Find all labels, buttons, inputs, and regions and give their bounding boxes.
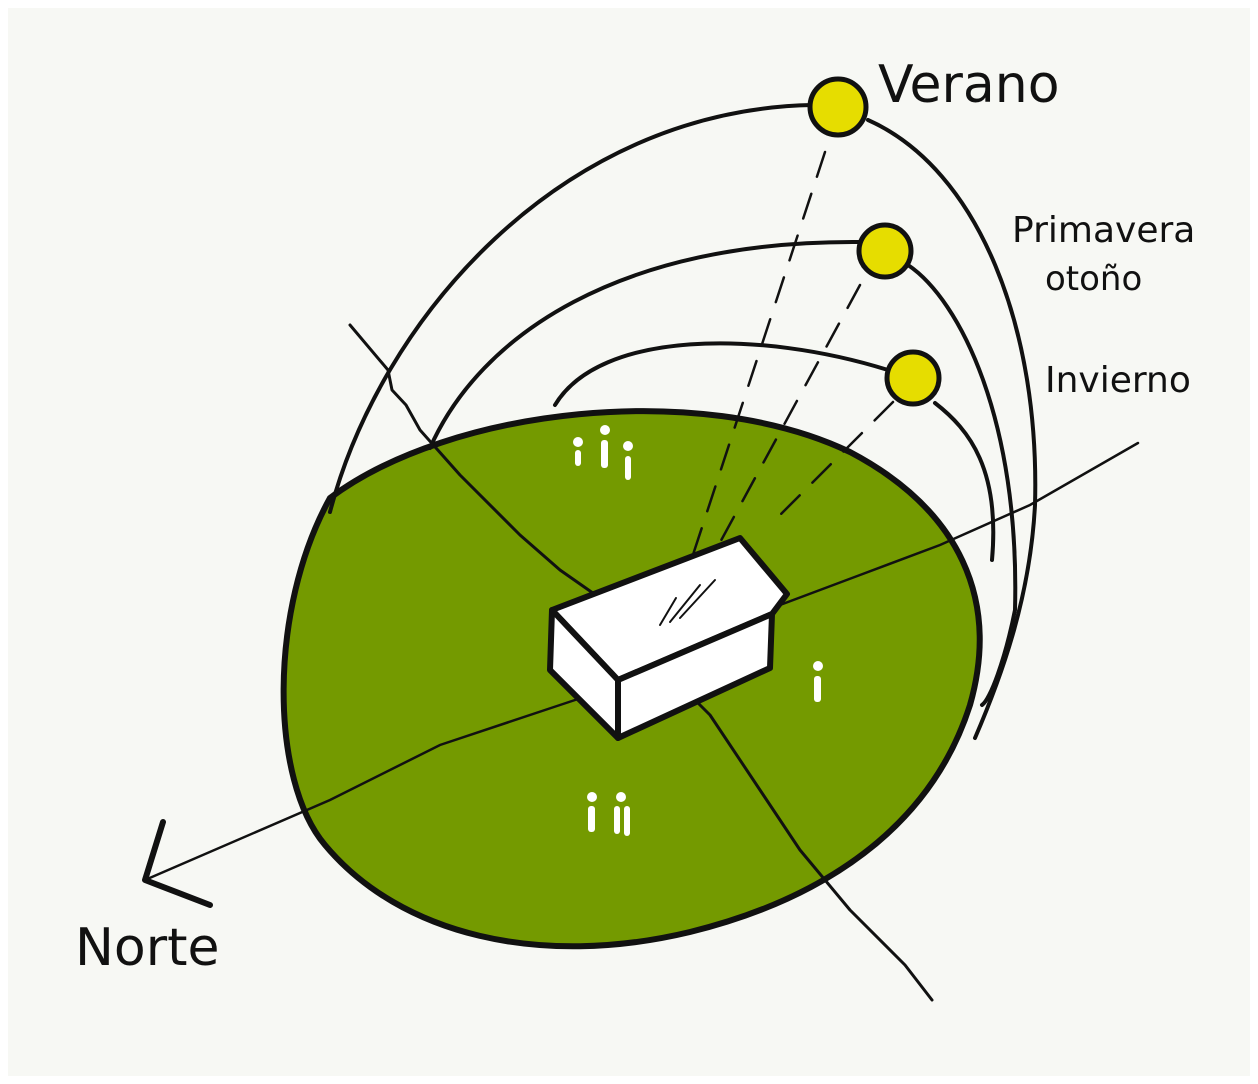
label-norte: Norte	[75, 918, 219, 978]
label-invierno: Invierno	[1045, 360, 1191, 401]
winter-sun-ray	[768, 400, 895, 527]
winter-sun-icon	[884, 349, 942, 407]
label-primavera: Primavera	[1012, 210, 1195, 251]
label-otono: otoño	[1045, 259, 1142, 299]
building-side-face	[615, 611, 775, 741]
summer-sun-ray	[686, 150, 827, 572]
people-group-south	[587, 792, 630, 836]
label-verano: Verano	[878, 55, 1060, 115]
people-group-east	[813, 661, 823, 702]
equinox-sun-ray	[703, 283, 862, 572]
winter-sun-path	[553, 341, 996, 562]
sunlight-hatch	[659, 579, 716, 626]
north-arrow-icon	[142, 819, 213, 908]
equinox-sun-icon	[856, 222, 914, 280]
east-west-axis-line	[348, 323, 934, 1002]
people-group-north	[573, 425, 633, 480]
summer-sun-icon	[807, 76, 869, 138]
equinox-sun-path	[428, 239, 1018, 707]
summer-sun-path	[328, 103, 1038, 740]
